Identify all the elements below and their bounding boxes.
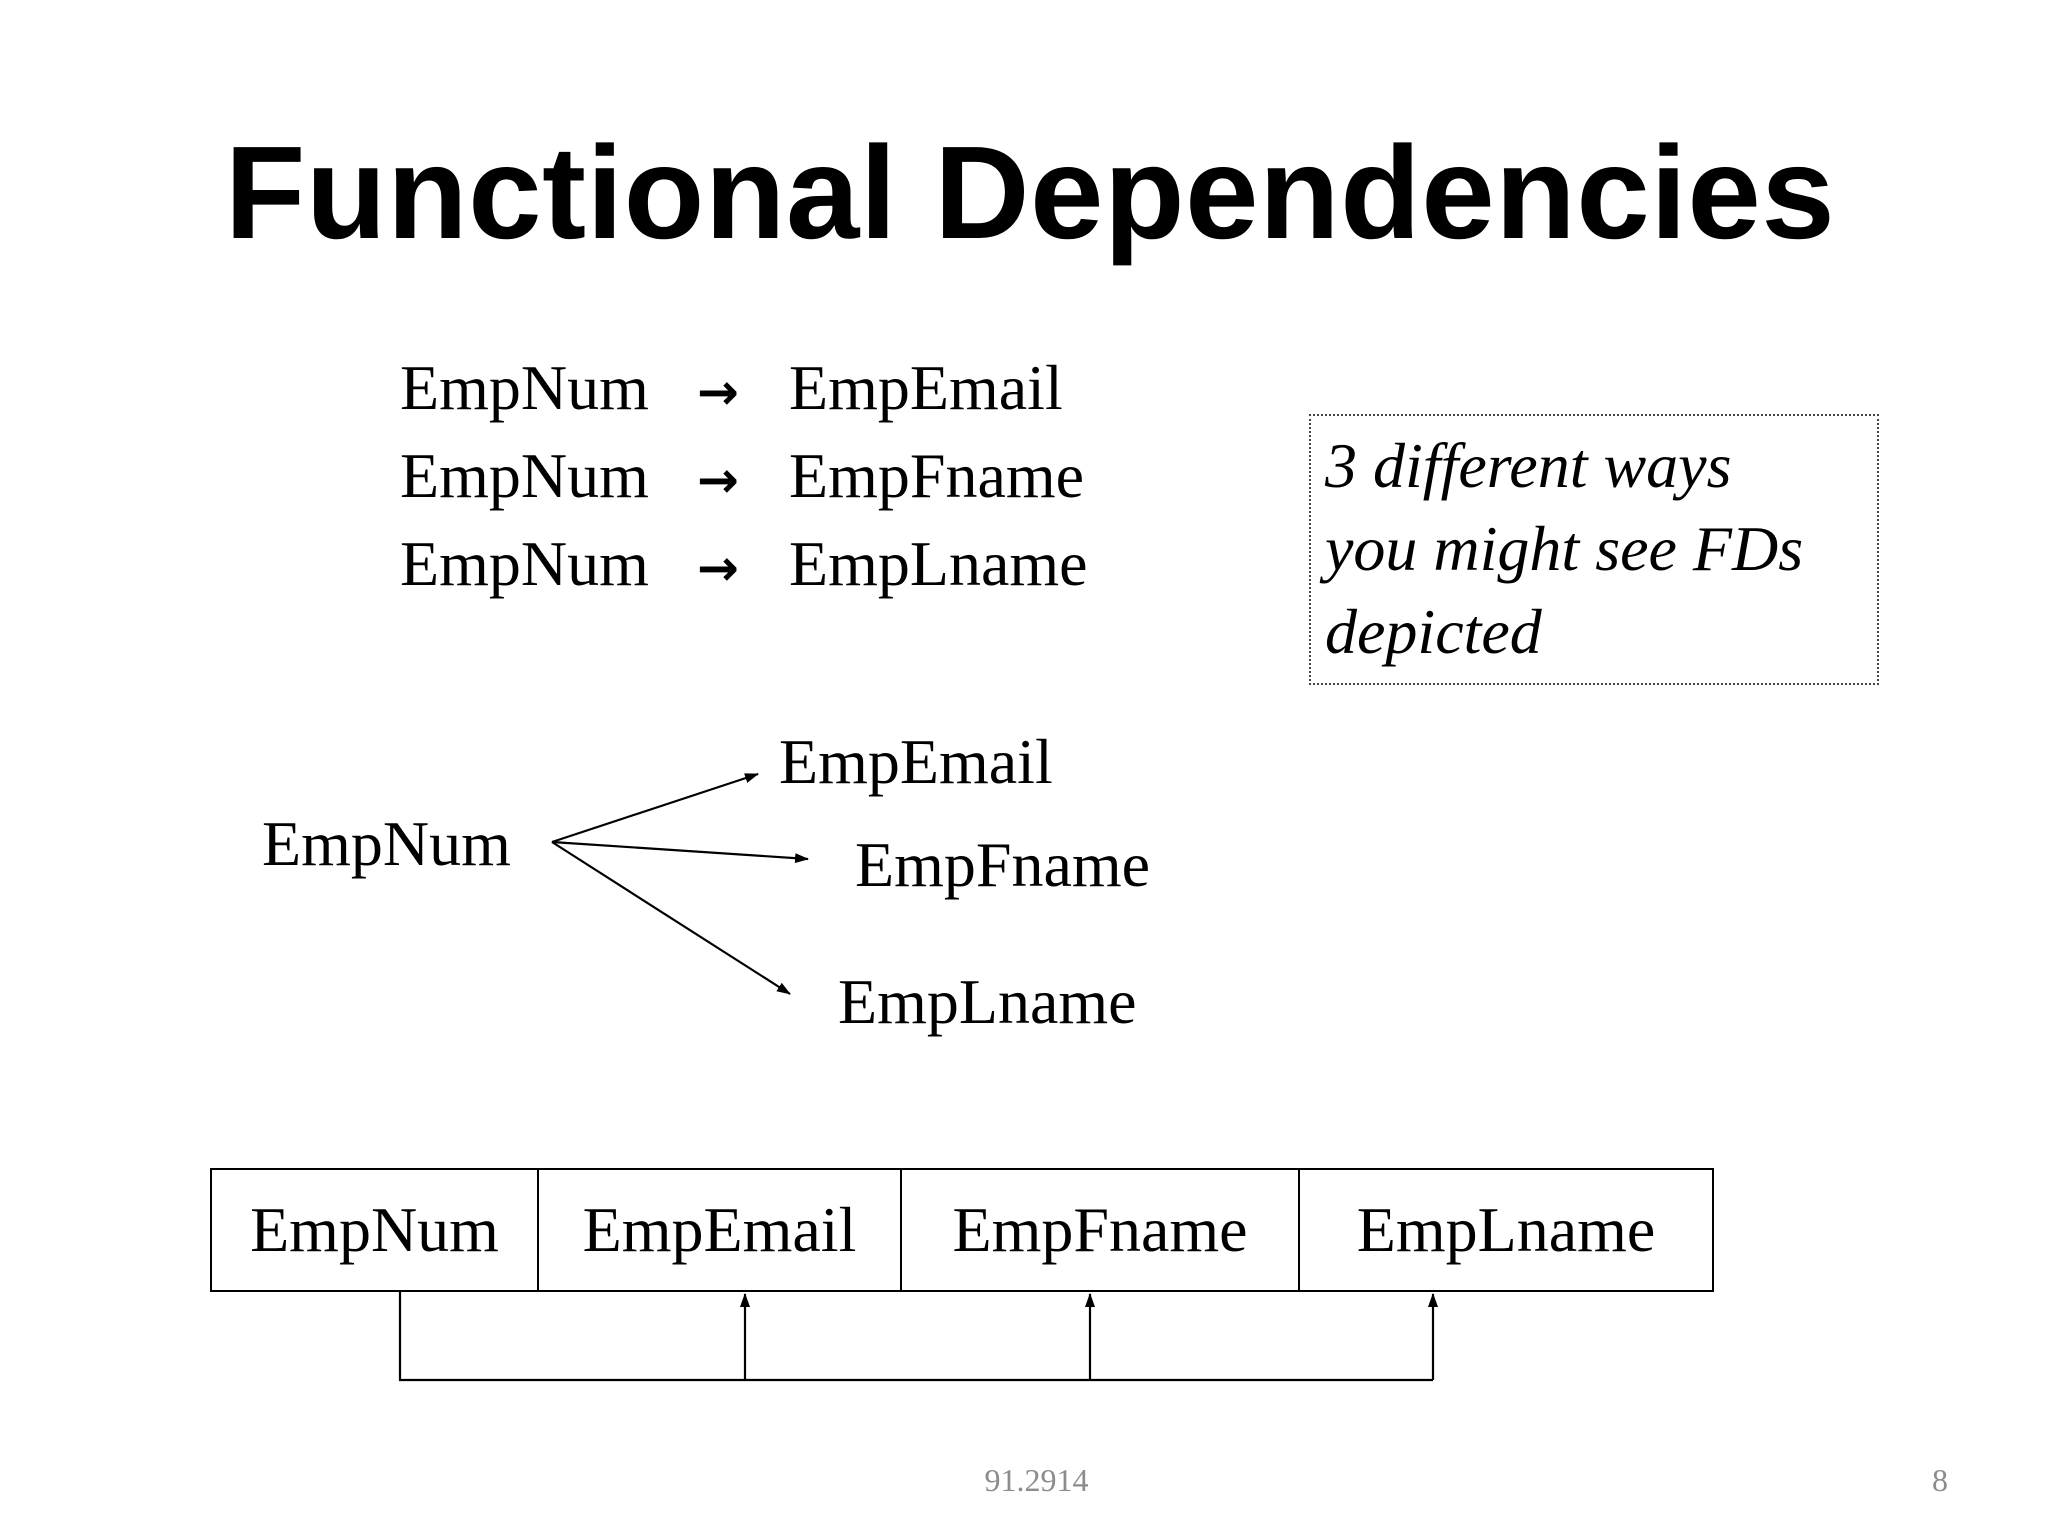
arrow-diagram-source: EmpNum (262, 808, 511, 879)
fd-dependent: EmpFname (789, 440, 1085, 511)
table-cell-empemail: EmpEmail (539, 1170, 902, 1290)
fan-arrow-email (551, 772, 759, 844)
arrow-diagram-target-fname: EmpFname (855, 829, 1151, 900)
attribute-table: EmpNum EmpEmail EmpFname EmpLname (210, 1168, 1714, 1292)
fd-arrow-notation-list: EmpNum→EmpEmail EmpNum→EmpFname EmpNum→E… (400, 346, 1088, 610)
note-line: you might see FDs (1325, 513, 1804, 584)
table-cell-empfname: EmpFname (902, 1170, 1300, 1290)
right-arrow-icon: → (697, 539, 739, 597)
page-number: 8 (1932, 1462, 1948, 1498)
fd-line: EmpNum → EmpLname (400, 522, 1088, 610)
table-cell-emplname: EmpLname (1356, 1194, 1656, 1265)
slide-title: Functional Dependencies (224, 119, 1836, 266)
bracket-connector (398, 1292, 1433, 1382)
fd-dependent: EmpEmail (789, 352, 1063, 423)
fan-arrow-fname (551, 840, 809, 864)
arrow-diagram-target-email: EmpEmail (779, 726, 1053, 797)
footer-course-code: 91.2914 (984, 1462, 1089, 1498)
fd-determinant: EmpNum (400, 528, 649, 599)
note-line: 3 different ways (1325, 430, 1732, 501)
fd-line: EmpNum → EmpEmail (400, 346, 1088, 434)
right-arrow-icon: → (697, 363, 739, 421)
fd-determinant: EmpNum (400, 352, 649, 423)
note-callout-box: 3 different ways you might see FDs depic… (1309, 414, 1879, 685)
fd-determinant: EmpNum (400, 440, 649, 511)
fan-arrow-lname (551, 841, 791, 995)
fd-line: EmpNum → EmpFname (400, 434, 1088, 522)
arrow-diagram-target-lname: EmpLname (838, 966, 1137, 1037)
fd-dependent: EmpLname (789, 528, 1088, 599)
right-arrow-icon: → (697, 451, 739, 509)
table-cell-empnum: EmpNum (212, 1170, 539, 1290)
note-line: depicted (1325, 596, 1542, 667)
